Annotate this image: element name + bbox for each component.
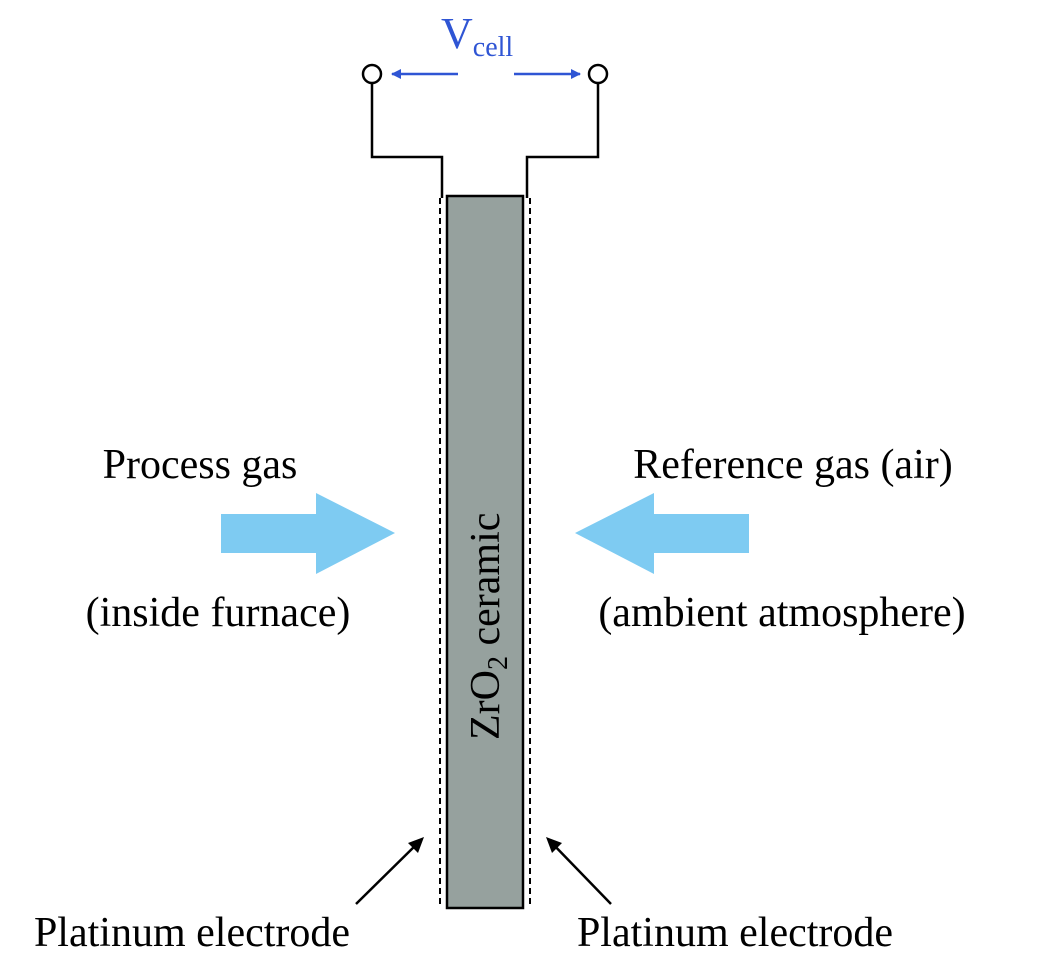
left-electrode-label: Platinum electrode bbox=[34, 910, 350, 956]
left-wire bbox=[370, 83, 444, 198]
left-electrode-pointer-head bbox=[408, 837, 424, 853]
left-electrode-pointer bbox=[355, 839, 422, 905]
vcell-label: Vcell bbox=[441, 9, 513, 63]
inside-furnace-label: (inside furnace) bbox=[86, 590, 351, 636]
ambient-atmosphere-label: (ambient atmosphere) bbox=[598, 590, 965, 636]
right-wire bbox=[525, 83, 600, 198]
process-gas-arrow bbox=[221, 493, 395, 574]
reference-gas-arrow bbox=[575, 493, 749, 574]
zro2-ceramic-slab bbox=[445, 194, 525, 910]
right-terminal bbox=[587, 63, 609, 85]
ceramic-label: ZrO2 ceramic bbox=[463, 513, 514, 740]
left-terminal bbox=[361, 63, 383, 85]
process-gas-label: Process gas bbox=[103, 442, 298, 488]
right-electrode-label: Platinum electrode bbox=[577, 910, 893, 956]
reference-gas-label: Reference gas (air) bbox=[633, 442, 952, 488]
right-electrode-pointer-head bbox=[546, 837, 562, 853]
right-electrode-pointer bbox=[548, 839, 612, 905]
